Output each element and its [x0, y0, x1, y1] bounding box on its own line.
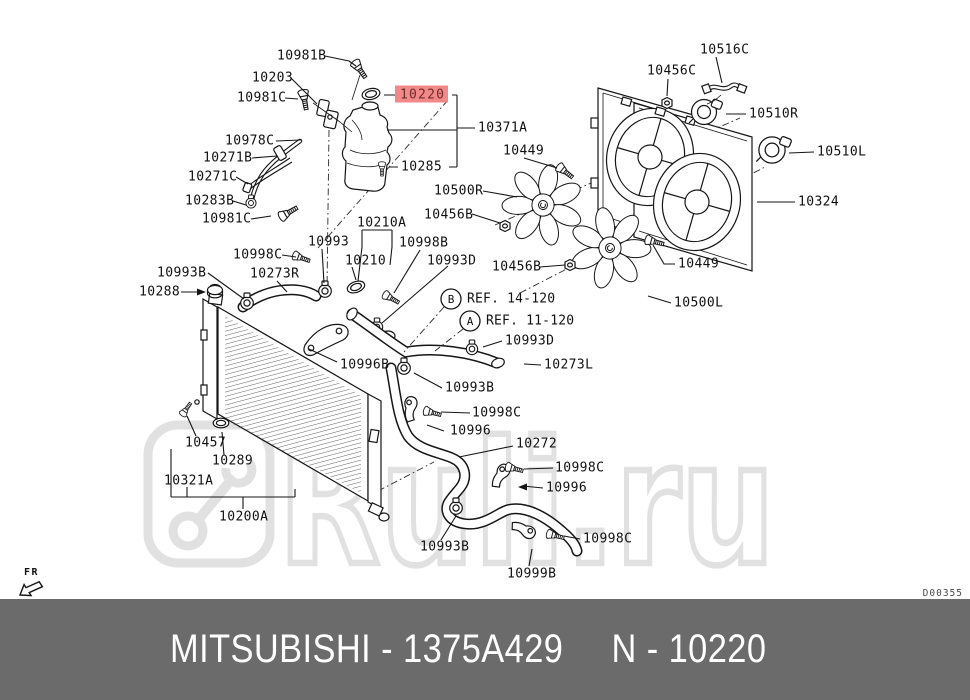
- part-label-10456B: 10456B: [424, 208, 473, 223]
- part-label-10996: 10996: [450, 424, 491, 439]
- fr-orientation: FR: [18, 567, 44, 597]
- part-label-10998B: 10998B: [399, 236, 448, 251]
- cap-seal-10220: [360, 86, 382, 102]
- parts-diagram: Ruli.ru: [18, 43, 963, 599]
- part-label-10500L: 10500L: [674, 296, 723, 311]
- part-label-10981C: 10981C: [237, 91, 286, 106]
- fr-arrow-icon: [18, 580, 44, 597]
- ref-letter-B: B: [448, 293, 455, 306]
- ref-circle-B: [440, 288, 462, 310]
- wrench-logo-ring: [168, 511, 208, 551]
- part-label-10500R: 10500R: [434, 184, 483, 199]
- ref-letter-A: A: [467, 315, 474, 328]
- part-label-10285: 10285: [401, 160, 442, 175]
- part-label-10993B: 10993B: [420, 540, 469, 555]
- reservoir-tank-group: [242, 57, 393, 223]
- nut-10456B-a: [499, 219, 511, 233]
- reservoir-tank: [341, 102, 393, 192]
- part-label-10999B: 10999B: [507, 567, 556, 582]
- ref-circle-A: [459, 310, 481, 332]
- footer-brand-part: MITSUBISHI - 1375A429: [170, 627, 564, 671]
- labels-layer: 10981B 10203 10981C 10220 10371A 10285 10978C 1…: [139, 43, 866, 582]
- part-label-10993D: 10993D: [427, 254, 476, 269]
- wrench-logo-jaw: [221, 459, 257, 488]
- part-label-10321A: 10321A: [164, 474, 213, 489]
- part-label-10998C: 10998C: [583, 532, 632, 547]
- part-label-10978C: 10978C: [225, 134, 274, 149]
- plug-10289: [212, 417, 230, 429]
- part-label-10289: 10289: [212, 454, 253, 469]
- clamp-10993B-b: [397, 357, 411, 375]
- footer-ref-number: N - 10220: [611, 627, 767, 671]
- radiator-group: [178, 283, 390, 522]
- part-label-10283B: 10283B: [185, 194, 234, 209]
- part-label-10510R: 10510R: [749, 107, 798, 122]
- highlight-box: [395, 85, 448, 103]
- part-label-10371A: 10371A: [478, 121, 527, 136]
- part-label-10998C: 10998C: [555, 461, 604, 476]
- part-label-10457: 10457: [185, 436, 226, 451]
- ref-text-B: REF. 14-120: [467, 292, 555, 307]
- part-label-10272: 10272: [516, 437, 557, 452]
- part-label-10273R: 10273R: [250, 267, 299, 282]
- fr-label: FR: [24, 567, 39, 578]
- gasket-10210: [345, 278, 367, 296]
- part-label-10981C: 10981C: [202, 212, 251, 227]
- part-label-10288: 10288: [139, 285, 180, 300]
- bolt-10998C-a: [290, 249, 312, 266]
- arrowhead-10996: [518, 483, 527, 491]
- part-label-10996: 10996: [546, 481, 587, 496]
- part-label-10996B: 10996B: [340, 358, 389, 373]
- part-label-10220: 10220: [400, 88, 445, 103]
- part-label-10324: 10324: [798, 195, 839, 210]
- part-label-10210A: 10210A: [357, 216, 406, 231]
- part-label-10271C: 10271C: [188, 170, 237, 185]
- part-label-10993B: 10993B: [157, 266, 206, 281]
- part-label-10449: 10449: [503, 144, 544, 159]
- wrench-logo: [143, 420, 275, 568]
- part-label-10993: 10993: [308, 235, 349, 250]
- nut-10456C: [661, 96, 673, 110]
- footer-text: MITSUBISHI - 1375A429 N - 10220: [170, 599, 766, 700]
- arrowhead-10288: [197, 288, 206, 296]
- part-label-10993D: 10993D: [505, 334, 554, 349]
- part-label-10271B: 10271B: [203, 151, 252, 166]
- part-label-10273L: 10273L: [544, 358, 593, 373]
- part-label-10200A: 10200A: [219, 510, 268, 525]
- part-label-10449: 10449: [678, 257, 719, 272]
- part-label-10993B: 10993B: [445, 381, 494, 396]
- radiator-left-tank: [202, 297, 218, 421]
- footer-bar: MITSUBISHI - 1375A429 N - 10220: [0, 599, 970, 700]
- part-label-10516C: 10516C: [700, 43, 749, 58]
- part-label-10981B: 10981B: [277, 49, 326, 64]
- fan-shroud: [590, 82, 793, 272]
- leader-lines: [170, 55, 815, 567]
- part-label-10210: 10210: [345, 254, 386, 269]
- nut-10456B-b: [564, 258, 576, 272]
- part-label-10998C: 10998C: [233, 248, 282, 263]
- part-label-10456B: 10456B: [492, 260, 541, 275]
- bolt-10998B: [380, 289, 402, 308]
- fan-motor-left: [755, 135, 793, 164]
- clamp-10993: [318, 280, 332, 298]
- wrench-logo-handle: [193, 475, 236, 525]
- hoses-group: [237, 249, 583, 557]
- ref-text-A: REF. 11-120: [486, 314, 574, 329]
- bolt-10457: [178, 400, 195, 419]
- clamp-10993D-b: [465, 339, 479, 356]
- radiator-right-tank: [367, 392, 382, 511]
- part-label-10998C: 10998C: [472, 406, 521, 421]
- part-label-10456C: 10456C: [647, 64, 696, 79]
- doc-code: D00355: [923, 588, 963, 599]
- bolt-10981C-b: [276, 202, 301, 223]
- part-label-10203: 10203: [252, 71, 293, 86]
- part-label-10510L: 10510L: [817, 145, 866, 160]
